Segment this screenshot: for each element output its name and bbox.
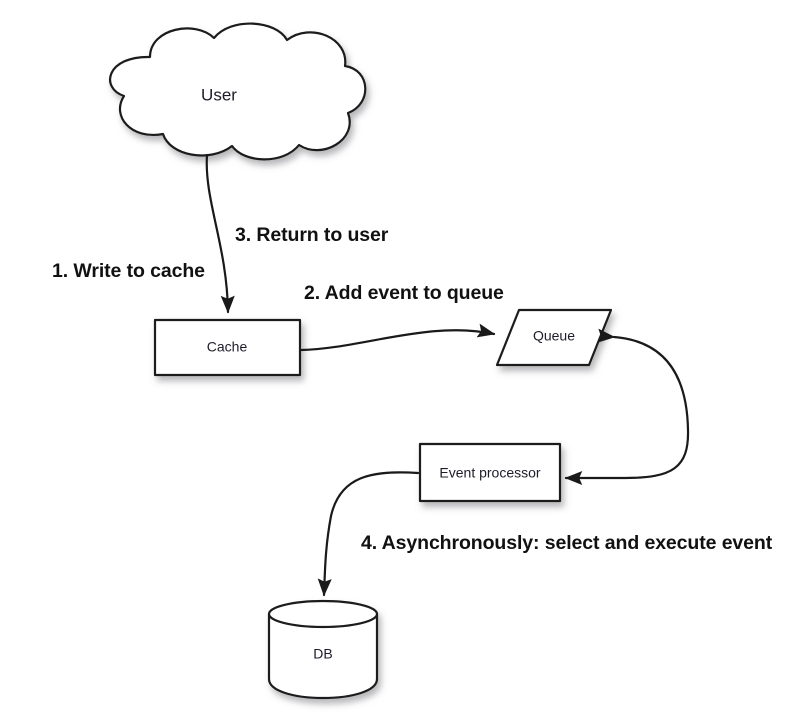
cache-rect xyxy=(153,318,302,377)
edge-queue-to-event-processor[interactable] xyxy=(564,328,690,486)
node-queue-label: Queue xyxy=(533,328,575,344)
step-label-3: 3. Return to user xyxy=(235,224,389,246)
edge-user-to-cache[interactable] xyxy=(205,153,235,314)
node-db[interactable]: DB xyxy=(267,599,379,700)
event-processor-rect xyxy=(418,442,562,503)
node-db-label: DB xyxy=(313,646,332,662)
step-label-1: 1. Write to cache xyxy=(52,260,205,282)
edge-cache-to-queue[interactable] xyxy=(299,323,496,352)
node-user-label: User xyxy=(201,85,237,104)
step-label-2: 2. Add event to queue xyxy=(304,282,504,304)
node-cache[interactable]: Cache xyxy=(153,318,302,377)
node-event-processor[interactable]: Event processor xyxy=(418,442,562,503)
db-cylinder-body xyxy=(267,612,379,700)
db-cylinder-top xyxy=(267,599,379,629)
step-label-4: 4. Asynchronously: select and execute ev… xyxy=(361,532,773,554)
node-event-processor-label: Event processor xyxy=(439,465,540,481)
cloud-shape xyxy=(109,22,367,161)
node-cache-label: Cache xyxy=(207,339,248,355)
node-user[interactable]: User xyxy=(109,22,367,161)
node-queue[interactable]: Queue xyxy=(495,308,613,367)
edge-event-processor-to-db[interactable] xyxy=(317,471,420,597)
